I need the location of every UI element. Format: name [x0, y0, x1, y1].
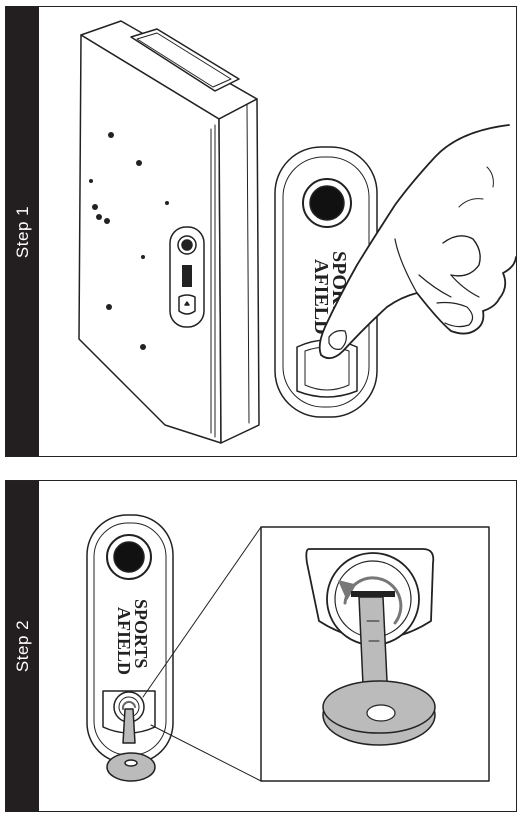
brand-line-1b: SPORTS: [131, 599, 151, 668]
safe-keypad-small: [169, 226, 205, 328]
brand-line-2b: AFIELD: [114, 607, 134, 675]
keypad-closeup: SPORTS AFIELD: [274, 146, 378, 418]
zoom-detail: [260, 526, 490, 782]
fingerprint-sensor-2: [113, 541, 145, 573]
step-1-illustration: SPORTS AFIELD: [78, 20, 516, 444]
step-2-label: Step 2: [12, 619, 32, 673]
step-2-illustration: SPORTS AFIELD: [86, 514, 490, 782]
mount-holes: [89, 132, 169, 350]
zoom-lines: [142, 526, 262, 782]
step-1-sidebar: Step 1: [6, 7, 39, 456]
hand-illustration: [318, 124, 516, 360]
brand-line-2: AFIELD: [310, 259, 332, 335]
step-2-panel: Step 2 SPORTS AFIELD: [5, 480, 517, 812]
step-1-label: Step 1: [12, 205, 32, 258]
safe-box: [78, 20, 260, 444]
brand-logo-2: SPORTS AFIELD: [114, 599, 151, 675]
fingerprint-sensor: [309, 185, 345, 221]
keypad-with-key: SPORTS AFIELD: [86, 514, 174, 782]
step-1-panel: Step 1: [5, 6, 517, 457]
step-2-sidebar: Step 2: [6, 481, 39, 811]
